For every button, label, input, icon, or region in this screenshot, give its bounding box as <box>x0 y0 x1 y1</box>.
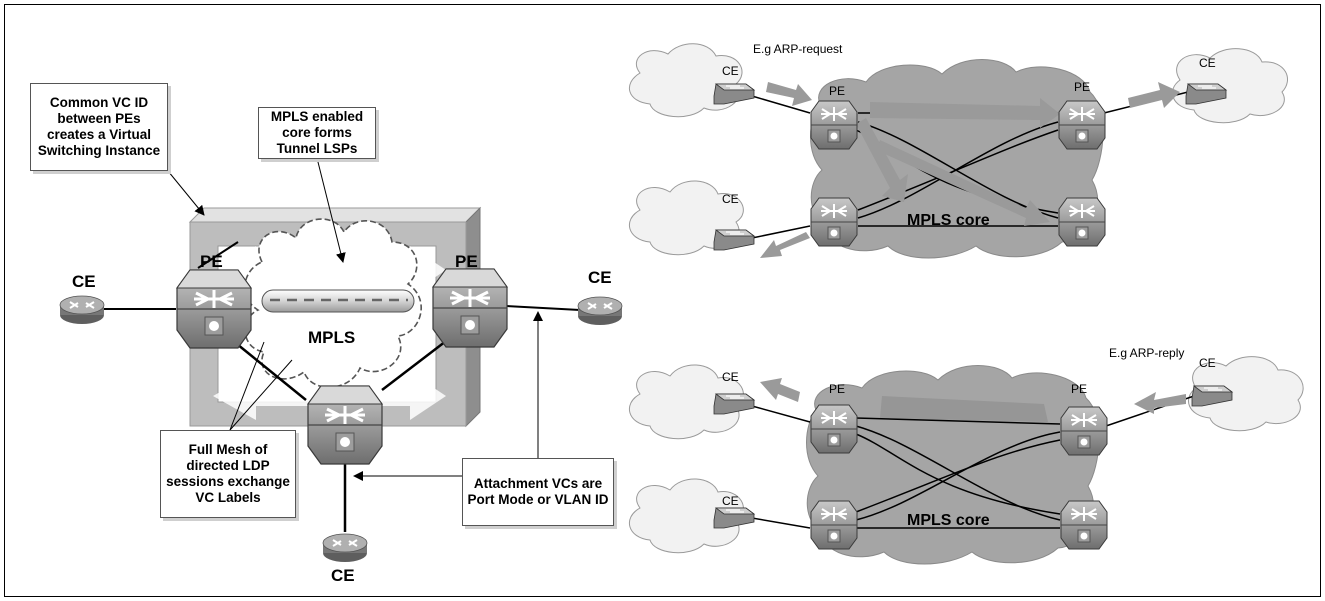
label-mpls-core: MPLS core <box>907 212 990 229</box>
callout-common-vc: Common VC ID between PEs creates a Virtu… <box>30 83 168 171</box>
pe-router-left <box>175 268 253 350</box>
ce-switch <box>713 83 755 105</box>
callout-attachment: Attachment VCs are Port Mode or VLAN ID <box>462 458 614 526</box>
ce-router-bottom <box>322 533 368 563</box>
pe-router-tl <box>810 100 858 150</box>
pe-router-tr <box>1060 406 1108 456</box>
label-pe: PE <box>1074 80 1091 94</box>
label-ce: CE <box>722 64 739 78</box>
label-ce-bottom: CE <box>331 566 355 585</box>
ce-cloud <box>1187 356 1304 432</box>
ce-cloud <box>628 43 743 118</box>
label-ce: CE <box>1199 56 1216 70</box>
left-vsi-diagram <box>59 157 623 563</box>
vsi-frame <box>188 207 482 223</box>
label-ce: CE <box>1199 356 1216 370</box>
annotation-arp-request: E.g ARP-request <box>753 42 843 56</box>
label-ce-right: CE <box>588 268 612 287</box>
pe-router-br <box>1060 500 1108 550</box>
ce-switch <box>713 229 755 251</box>
label-pe-left: PE <box>200 252 223 271</box>
label-pe: PE <box>829 382 846 396</box>
pe-router-bl <box>810 197 858 247</box>
label-pe-right: PE <box>455 252 478 271</box>
callout-full-mesh: Full Mesh of directed LDP sessions excha… <box>160 430 296 518</box>
label-ce-left: CE <box>72 272 96 291</box>
ce-cloud <box>1171 48 1288 124</box>
diagram-frame <box>4 4 1321 597</box>
ce-router-left <box>59 295 105 325</box>
label-ce: CE <box>722 192 739 206</box>
ce-switch <box>713 393 755 415</box>
pe-router-br <box>1058 197 1106 247</box>
label-ce: CE <box>722 370 739 384</box>
pe-router-tl <box>810 404 858 454</box>
callout-mpls-enabled: MPLS enabled core forms Tunnel LSPs <box>258 107 376 159</box>
label-mpls: MPLS <box>308 328 356 347</box>
label-mpls-core: MPLS core <box>907 512 990 529</box>
pe-router-tr <box>1058 100 1106 150</box>
label-ce: CE <box>722 494 739 508</box>
arp-reply-diagram <box>628 356 1304 565</box>
label-pe: PE <box>1071 382 1088 396</box>
annotation-arp-reply: E.g ARP-reply <box>1109 346 1185 360</box>
label-pe: PE <box>829 84 846 98</box>
p-router-bottom <box>306 384 384 466</box>
arp-request-diagram <box>628 43 1288 259</box>
ce-switch <box>713 507 755 529</box>
ce-router-right <box>577 296 623 326</box>
pe-router-bl <box>810 500 858 550</box>
pe-router-right <box>431 267 509 349</box>
